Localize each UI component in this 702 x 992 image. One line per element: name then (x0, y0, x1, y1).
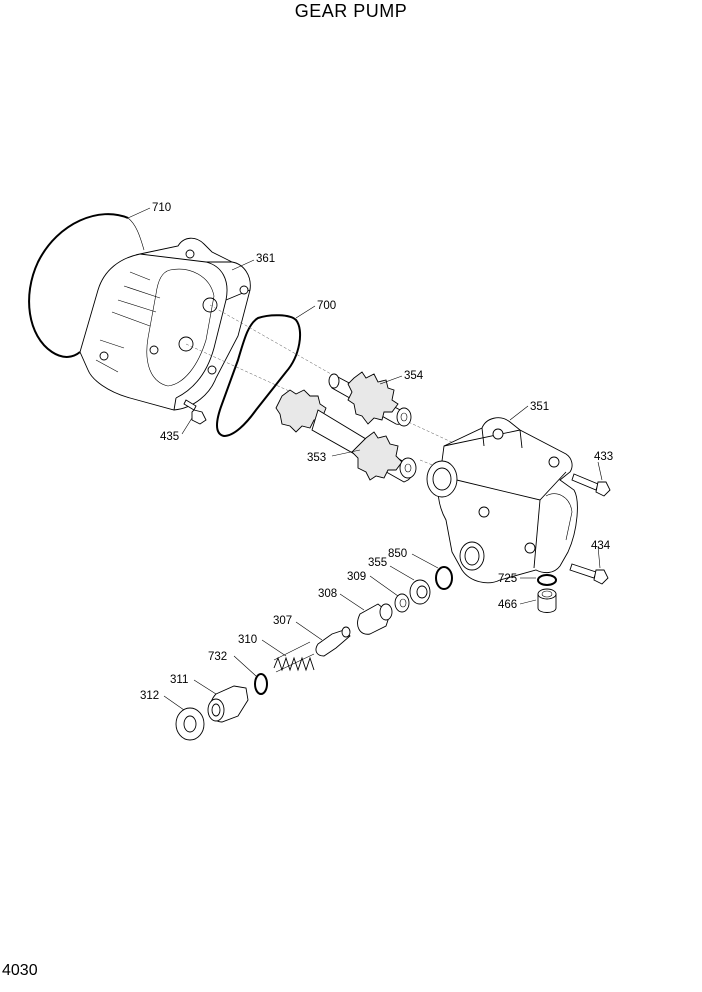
bolt-434 (569, 563, 609, 585)
page-title: GEAR PUMP (294, 1, 408, 21)
o-ring-732 (254, 673, 268, 695)
bolt-433 (571, 473, 611, 497)
bearing-355 (409, 579, 431, 605)
part-label-351: 351 (530, 401, 549, 413)
gear-shaft-353 (275, 389, 417, 483)
part-label-309: 309 (347, 571, 366, 583)
gear-shaft-354 (328, 371, 412, 427)
snap-ring-850 (435, 566, 453, 590)
part-label-311: 311 (170, 674, 188, 686)
part-label-710: 710 (152, 202, 171, 214)
flange-cover-361 (79, 237, 251, 411)
poppet-307 (315, 626, 351, 657)
part-label-732: 732 (208, 651, 227, 663)
spring-310 (273, 641, 315, 673)
part-labels: 710 361 700 354 351 435 353 433 434 850 … (140, 202, 613, 702)
spacer-309 (394, 593, 410, 613)
part-label-355: 355 (368, 557, 387, 569)
seal-washer-312 (175, 707, 205, 741)
part-label-310: 310 (238, 634, 257, 646)
valve-body-308 (357, 603, 393, 635)
part-label-850: 850 (388, 548, 407, 560)
gasket-700 (216, 314, 302, 438)
part-label-434: 434 (591, 540, 611, 552)
part-label-353: 353 (307, 452, 326, 464)
o-ring-725 (537, 574, 557, 586)
leader-lines (127, 207, 603, 711)
plug-311 (207, 685, 249, 723)
part-label-435: 435 (160, 431, 179, 443)
part-label-433: 433 (594, 451, 613, 463)
o-ring-710 (28, 213, 145, 358)
part-label-700: 700 (317, 300, 336, 312)
pump-housing-351 (426, 417, 578, 584)
bolt-435 (183, 399, 207, 425)
part-label-307: 307 (273, 615, 292, 627)
part-label-361: 361 (256, 253, 275, 265)
page-number: 4030 (2, 962, 38, 979)
part-label-725: 725 (498, 573, 517, 585)
part-label-308: 308 (318, 588, 337, 600)
part-label-312: 312 (140, 690, 159, 702)
part-label-466: 466 (498, 599, 517, 611)
plug-466 (537, 588, 557, 613)
part-label-354: 354 (404, 370, 424, 382)
